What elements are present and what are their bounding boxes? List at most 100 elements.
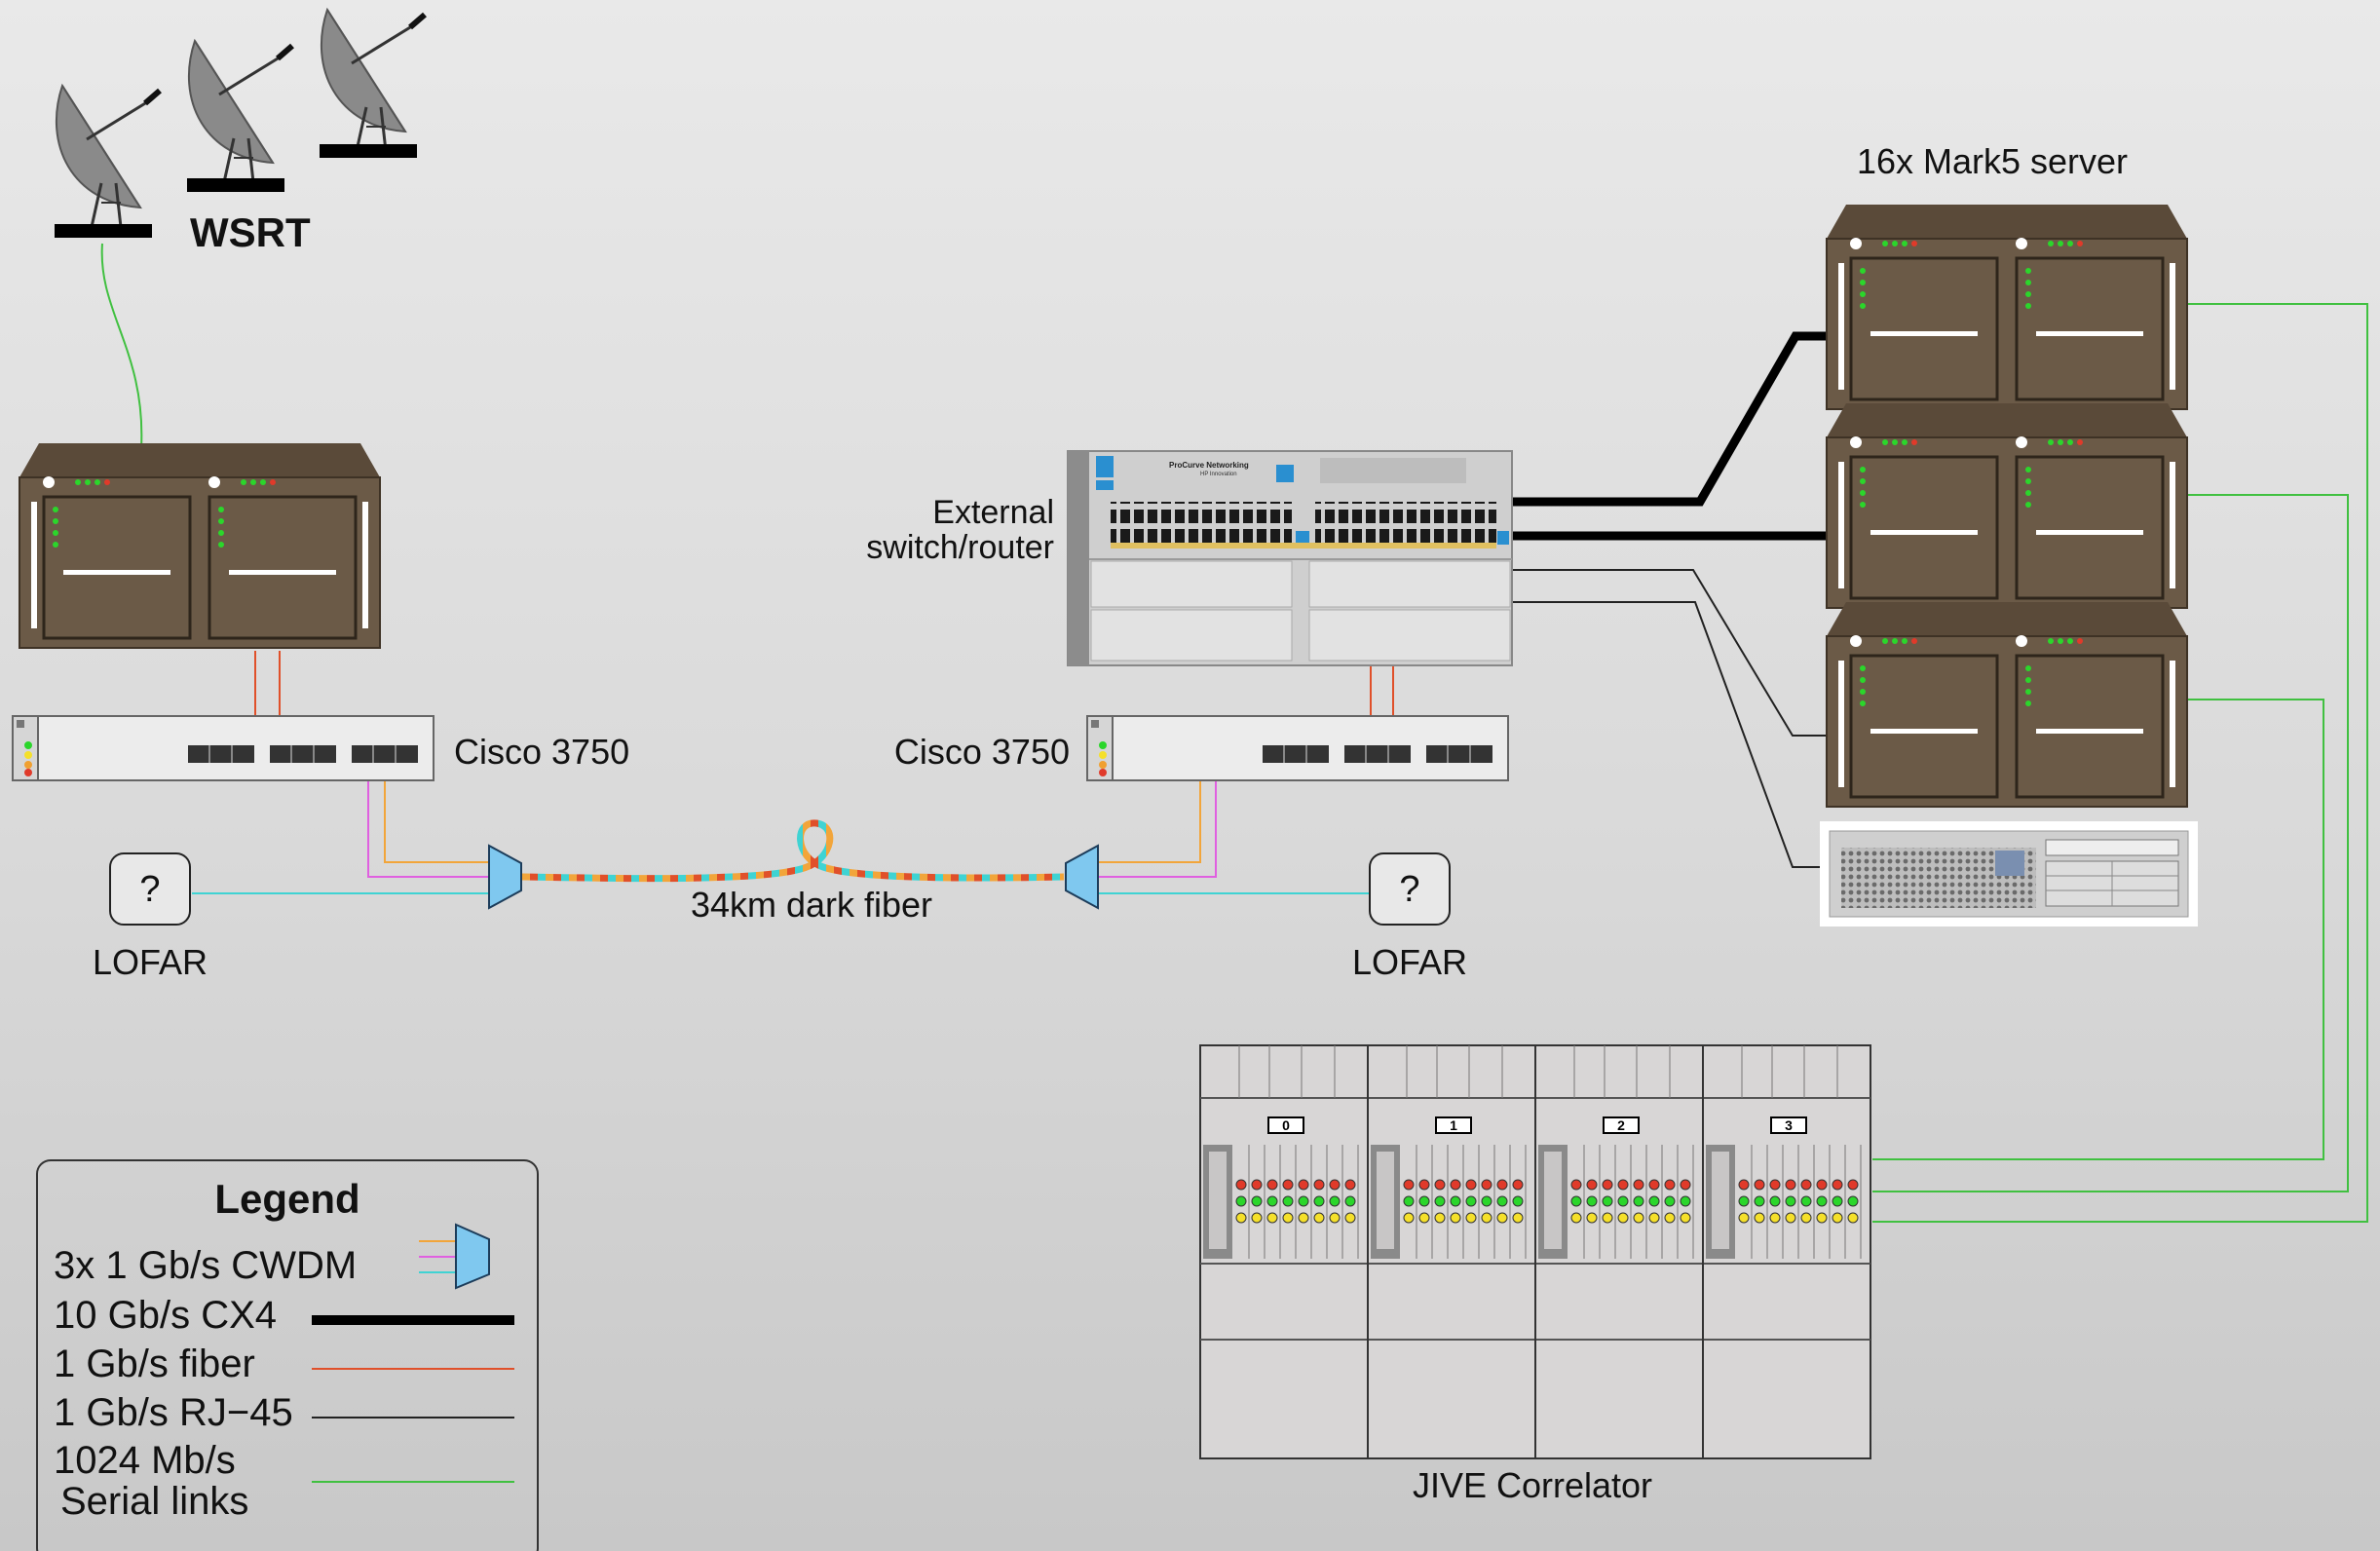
status-led-icon [1282,1195,1294,1207]
status-led-icon [1738,1212,1750,1224]
correlator-unit-tag [1435,1116,1472,1134]
status-led-icon [1586,1212,1598,1224]
status-led-icon [1403,1195,1415,1207]
cx4-link-1 [1500,331,1827,507]
correlator-unit: 1 [1371,1116,1527,1259]
status-led-icon [1738,1195,1750,1207]
cisco-right-label: Cisco 3750 [894,732,1070,772]
status-led-icon [1602,1195,1613,1207]
status-led-icon [1418,1212,1430,1224]
mark5-label: 16x Mark5 server [1857,141,2128,181]
status-led-icon [1785,1195,1796,1207]
status-led-icon [1769,1195,1781,1207]
status-led-icon [1418,1195,1430,1207]
legend-title: Legend [214,1176,359,1222]
mark5-server-3 [1825,600,2189,809]
legend-cwdm-swatch [419,1223,490,1290]
status-led-icon [1785,1212,1796,1224]
status-led-icon [1512,1212,1524,1224]
switch-brand-sublabel: HP Innovation [1200,472,1237,477]
cwdm-mux-icon [455,1223,490,1290]
left-mark5-server [18,441,382,650]
status-led-icon [1648,1212,1660,1224]
lofar-left-label: LOFAR [93,942,208,982]
status-led-icon [1329,1195,1341,1207]
cables [100,243,2368,1223]
correlator-unit: 0 [1203,1116,1359,1259]
status-led-icon [1586,1195,1598,1207]
status-led-icon [1465,1212,1477,1224]
status-led-icon [1481,1212,1492,1224]
correlator-unit: 3 [1706,1116,1862,1259]
status-led-icon [1481,1179,1492,1191]
status-led-icon [1800,1179,1812,1191]
status-led-icon [1434,1212,1446,1224]
status-led-icon [1313,1212,1325,1224]
lofar-right-label: LOFAR [1352,942,1467,982]
lofar-left-box [109,852,191,926]
legend-box [36,1159,539,1551]
status-led-icon [1465,1179,1477,1191]
status-led-icon [1738,1179,1750,1191]
cwdm-mux-right-icon [1065,844,1099,910]
status-led-icon [1235,1195,1247,1207]
status-led-icon [1754,1212,1765,1224]
cisco-switch-left [12,715,434,781]
legend-item-serial-label-1: 1024 Mb/s [54,1439,236,1482]
dish-base [320,144,417,158]
switch-brand-label: ProCurve Networking [1169,461,1249,470]
cisco-switch-right [1086,715,1509,781]
status-led-icon [1754,1179,1765,1191]
status-led-icon [1282,1212,1294,1224]
correlator-unit-tag [1267,1116,1304,1134]
status-led-icon [1680,1179,1691,1191]
status-led-icon [1512,1179,1524,1191]
status-led-icon [1754,1195,1765,1207]
status-led-icon [1680,1195,1691,1207]
cwdm-mux-left-icon [488,844,522,910]
status-led-icon [1769,1179,1781,1191]
status-led-icon [1570,1195,1582,1207]
cwdm-left-orange [384,781,489,863]
status-led-icon [1450,1179,1461,1191]
status-led-icon [1251,1179,1263,1191]
status-led-icon [1785,1179,1796,1191]
lofar-left-question: ? [139,869,160,910]
status-led-icon [1344,1212,1356,1224]
serial-link-2 [1872,494,2349,1192]
status-led-icon [1403,1179,1415,1191]
legend-item-fiber-label: 1 Gb/s fiber [54,1343,255,1385]
status-led-icon [1847,1179,1859,1191]
status-led-icon [1816,1212,1828,1224]
mark5-server-2 [1825,401,2189,610]
correlator-unit-handle-inner [1712,1152,1729,1249]
status-led-icon [1512,1195,1524,1207]
status-led-icon [1344,1179,1356,1191]
status-led-icon [1298,1179,1309,1191]
status-led-icon [1816,1195,1828,1207]
status-led-icon [1434,1195,1446,1207]
legend: Legend 3x 1 Gb/s CWDM 10 Gb/s CX4 1 Gb/s… [36,1159,539,1551]
status-led-icon [1266,1195,1278,1207]
wsrt-dishes [55,10,425,238]
jive-label: JIVE Correlator [1413,1465,1652,1505]
status-led-icon [1266,1179,1278,1191]
lofar-right-box [1369,852,1451,926]
serial-link-3 [1872,699,2324,1160]
mark5-server-1 [1825,203,2189,411]
status-led-icon [1769,1212,1781,1224]
status-led-icon [1633,1212,1644,1224]
status-led-icon [1465,1195,1477,1207]
status-led-icon [1266,1212,1278,1224]
radio-dish-icon [189,41,292,182]
status-led-icon [1496,1179,1508,1191]
correlator-unit-label: 0 [1282,1117,1290,1133]
serial-link-wsrt [100,243,143,449]
status-led-icon [1403,1212,1415,1224]
rj45-link-1 [1500,569,1827,737]
status-led-icon [1313,1195,1325,1207]
status-led-icon [1847,1212,1859,1224]
status-led-icon [1847,1195,1859,1207]
status-led-icon [1832,1212,1843,1224]
